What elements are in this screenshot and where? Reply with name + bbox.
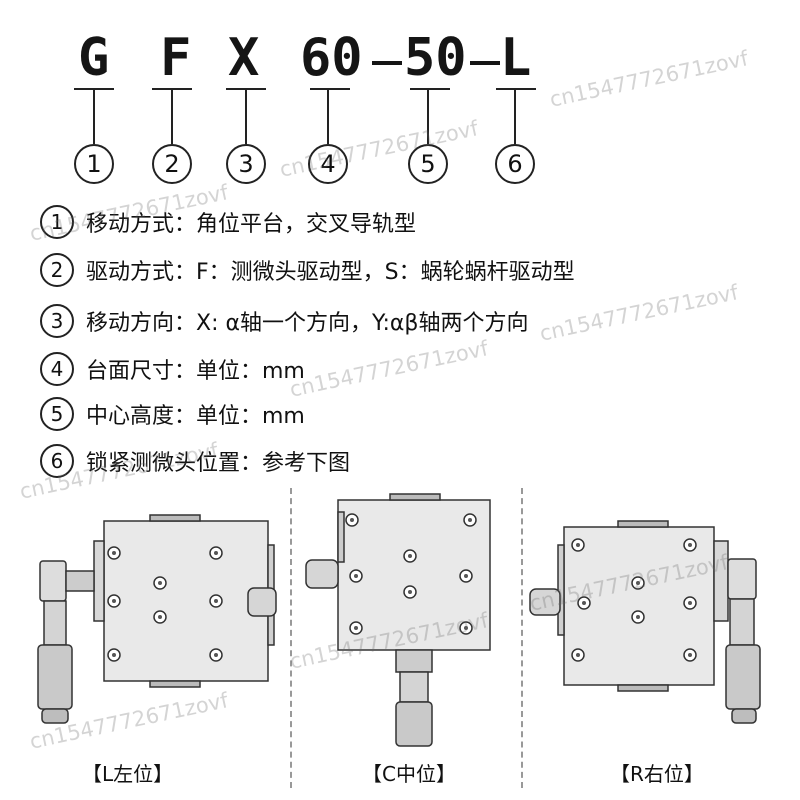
definition-text: 驱动方式：F：测微头驱动型，S：蜗轮蜗杆驱动型 (86, 260, 575, 285)
leader-v-5 (427, 88, 429, 144)
code-height-50: 50 (404, 28, 467, 88)
marker-2: 2 (152, 144, 192, 184)
definition-row-1: 1 移动方式：角位平台，交叉导轨型 (40, 205, 416, 239)
definition-text: 移动方式：角位平台，交叉导轨型 (86, 212, 417, 237)
caption-center: 【C中位】 (362, 762, 456, 786)
marker-6: 6 (495, 144, 535, 184)
watermark-1: cn1547772671zovf (547, 46, 751, 112)
stage-right-illustration (529, 520, 761, 724)
leader-v-6 (514, 88, 516, 144)
caption-right: 【R右位】 (610, 762, 704, 786)
definition-row-3: 3 移动方向：X: α轴一个方向，Y:αβ轴两个方向 (40, 304, 528, 338)
leader-h-5 (410, 88, 450, 90)
stage-left-illustration (37, 514, 277, 724)
marker-3: 3 (226, 144, 266, 184)
leader-h-4 (310, 88, 350, 90)
marker-5: 5 (408, 144, 448, 184)
definition-number: 2 (40, 253, 74, 287)
code-letter-x: X (228, 28, 260, 88)
code-dash-2 (470, 61, 500, 65)
code-size-60: 60 (300, 28, 363, 88)
definition-text: 锁紧测微头位置：参考下图 (86, 451, 351, 476)
definition-text: 中心高度：单位：mm (86, 404, 305, 429)
separator-right (521, 488, 523, 788)
code-letter-l: L (500, 28, 532, 88)
definition-text: 台面尺寸：单位：mm (86, 359, 305, 384)
stage-center-illustration (305, 493, 491, 747)
definition-number: 6 (40, 444, 74, 478)
caption-left: 【L左位】 (82, 762, 174, 786)
separator-left (290, 488, 292, 788)
leader-v-4 (327, 88, 329, 144)
definition-row-4: 4 台面尺寸：单位：mm (40, 352, 305, 386)
watermark-2: cn1547772671zovf (277, 116, 481, 182)
leader-h-6 (496, 88, 536, 90)
definition-row-2: 2 驱动方式：F：测微头驱动型，S：蜗轮蜗杆驱动型 (40, 253, 575, 287)
leader-v-1 (93, 88, 95, 144)
definition-row-5: 5 中心高度：单位：mm (40, 397, 305, 431)
watermark-5: cn1547772671zovf (287, 336, 491, 402)
marker-1: 1 (74, 144, 114, 184)
leader-v-3 (245, 88, 247, 144)
code-letter-g: G (78, 28, 110, 88)
code-dash-1 (372, 61, 402, 65)
code-letter-f: F (160, 28, 192, 88)
definition-number: 4 (40, 352, 74, 386)
leader-v-2 (171, 88, 173, 144)
definition-number: 5 (40, 397, 74, 431)
definition-number: 1 (40, 205, 74, 239)
definition-text: 移动方向：X: α轴一个方向，Y:αβ轴两个方向 (86, 311, 529, 336)
watermark-4: cn1547772671zovf (537, 280, 741, 346)
definition-row-6: 6 锁紧测微头位置：参考下图 (40, 444, 350, 478)
marker-4: 4 (308, 144, 348, 184)
definition-number: 3 (40, 304, 74, 338)
